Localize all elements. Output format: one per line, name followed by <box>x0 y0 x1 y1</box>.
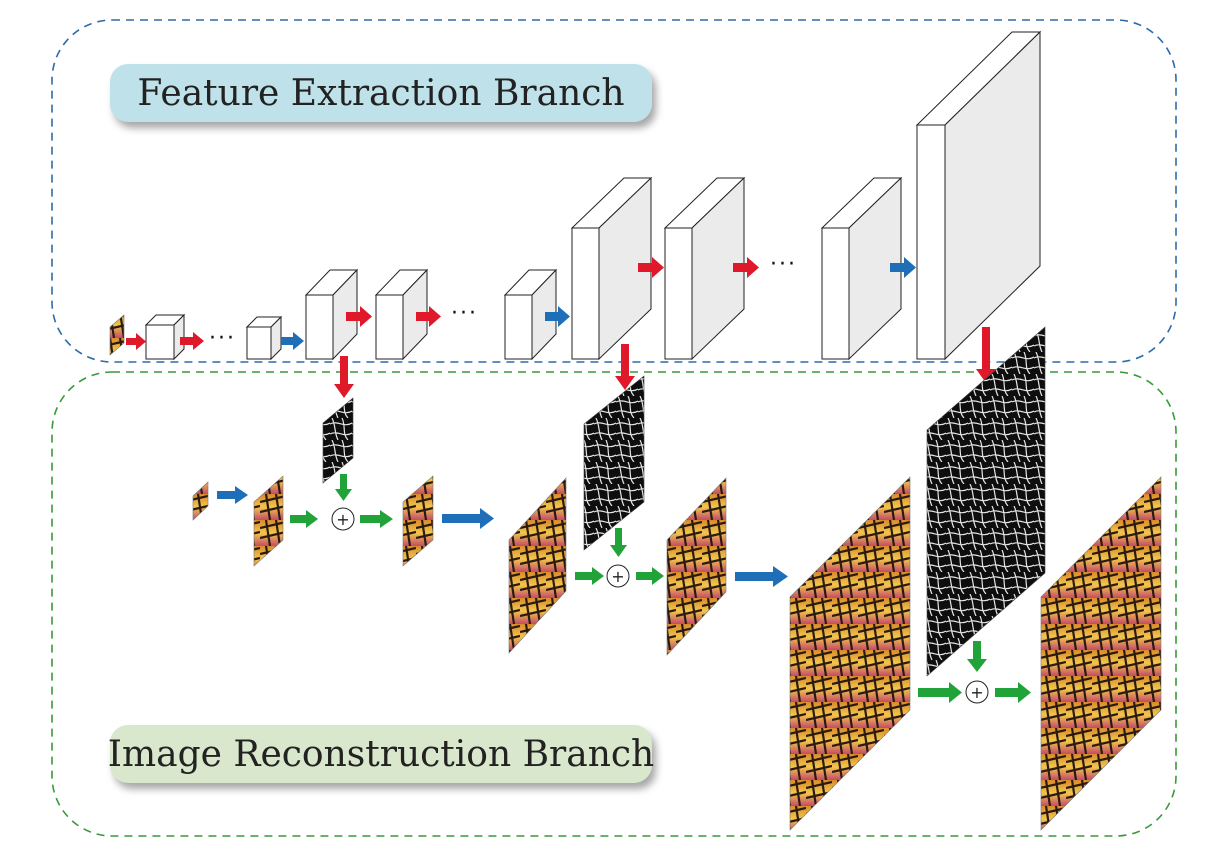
feature-block-2 <box>245 315 283 361</box>
feature-block-6 <box>570 176 653 361</box>
blue-arrow <box>217 486 248 504</box>
red-arrow <box>346 306 372 327</box>
sum-node-1: + <box>331 507 355 531</box>
input-image-small <box>192 481 209 521</box>
red-arrow <box>733 257 759 278</box>
blue-arrow <box>890 257 916 278</box>
input-image-thumbnail <box>109 314 125 356</box>
residual-map-1 <box>322 397 354 484</box>
blue-arrow <box>281 332 304 350</box>
residual-map-2 <box>583 375 645 551</box>
output-image-3 <box>1040 476 1162 831</box>
upsampled-image-1 <box>253 475 284 567</box>
feature-block-9 <box>915 30 1042 361</box>
output-image-2 <box>666 477 727 656</box>
upsampled-image-3 <box>789 476 911 831</box>
feature-branch-frame <box>51 19 1177 363</box>
ellipsis: ··· <box>451 301 478 326</box>
blue-arrow <box>442 508 494 529</box>
ellipsis: ··· <box>770 252 797 277</box>
red-down-arrow <box>976 327 996 383</box>
upsampled-image-2 <box>508 477 567 654</box>
sum-symbol: + <box>970 683 983 702</box>
sum-node-3: + <box>965 680 989 704</box>
blue-arrow <box>735 566 788 587</box>
green-down-arrow <box>335 474 352 501</box>
sum-symbol: + <box>336 510 349 529</box>
red-arrow <box>126 333 146 350</box>
green-arrow <box>290 510 318 528</box>
red-arrow <box>416 306 441 327</box>
recon-branch-frame <box>51 371 1177 837</box>
green-arrow <box>636 567 664 585</box>
feature-block-5 <box>503 268 558 361</box>
output-image-1 <box>402 475 434 567</box>
green-arrow <box>575 567 604 585</box>
sum-symbol: + <box>611 567 624 586</box>
green-arrow <box>918 682 962 703</box>
feature-block-8 <box>820 176 903 361</box>
residual-map-3 <box>926 326 1046 677</box>
feature-block-7 <box>663 176 746 361</box>
red-arrow <box>180 332 204 350</box>
feature-block-3 <box>304 268 359 361</box>
feature-block-1 <box>144 313 186 361</box>
ellipsis: ··· <box>209 326 236 351</box>
feature-block-4 <box>374 268 429 361</box>
red-down-arrow <box>334 356 354 398</box>
red-arrow <box>638 257 664 278</box>
red-down-arrow <box>615 344 635 390</box>
image-reconstruction-branch-label: Image Reconstruction Branch <box>108 725 654 783</box>
green-down-arrow <box>610 528 627 557</box>
green-arrow <box>995 682 1031 703</box>
green-down-arrow <box>967 641 987 672</box>
sum-node-2: + <box>606 564 630 588</box>
blue-arrow <box>545 306 570 327</box>
green-arrow <box>360 510 393 528</box>
feature-extraction-branch-label: Feature Extraction Branch <box>110 64 652 122</box>
